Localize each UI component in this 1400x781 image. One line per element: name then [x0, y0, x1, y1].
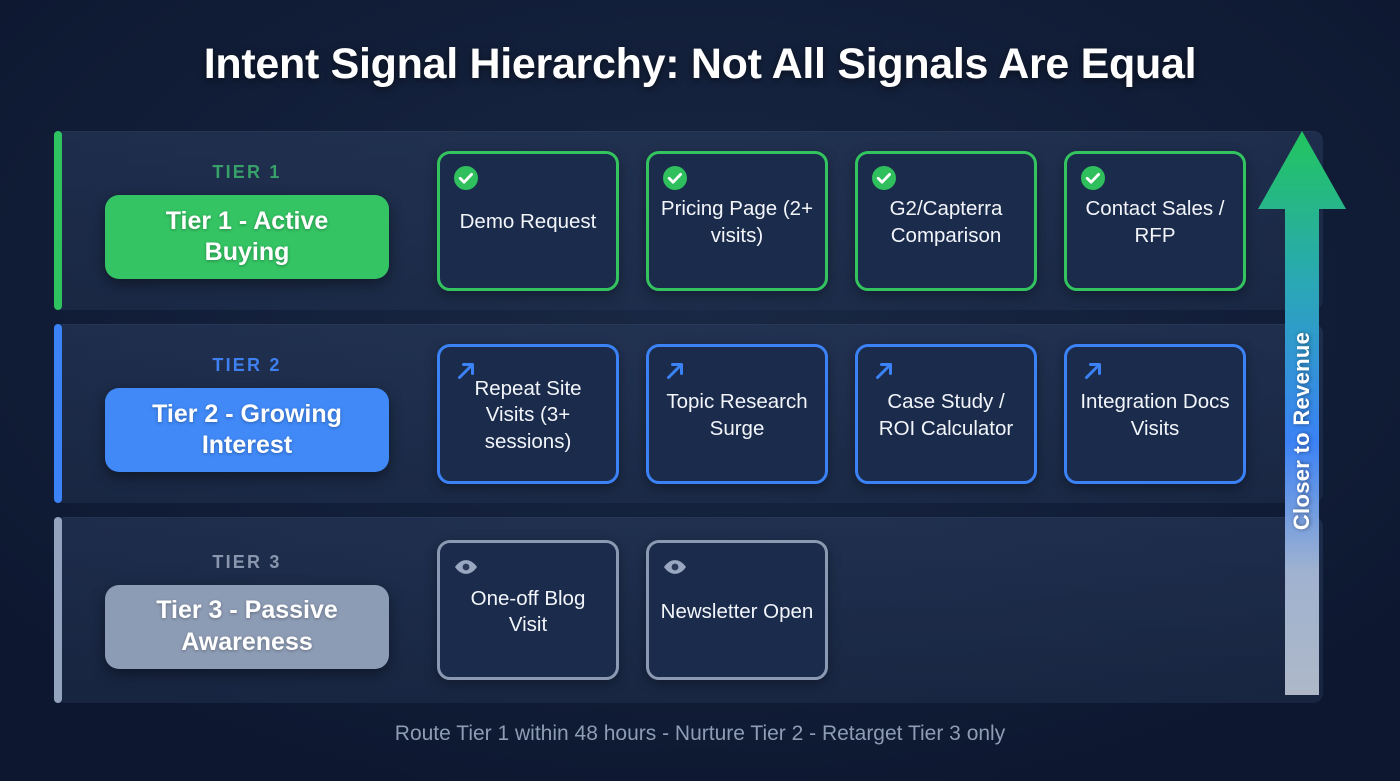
arrow-up-right-icon [662, 358, 688, 384]
signal-card-topic-research-surge[interactable]: Topic Research Surge [646, 343, 828, 484]
tier-1-cards: Demo Request Pricing Page (2+ visits) G2… [412, 150, 1246, 291]
signal-card-demo-request[interactable]: Demo Request [437, 150, 619, 291]
signal-card-label: Integration Docs Visits [1080, 390, 1230, 440]
signal-card-label: Repeat Site Visits (3+ sessions) [474, 377, 582, 453]
arrow-up-right-icon [453, 358, 479, 384]
arrow-up-icon [1258, 131, 1346, 695]
tier-pill-1[interactable]: Tier 1 - Active Buying [105, 195, 389, 279]
tier-pill-3[interactable]: Tier 3 - Passive Awareness [105, 584, 389, 669]
signal-card-label: One-off Blog Visit [470, 586, 586, 636]
tier-2-cards: Repeat Site Visits (3+ sessions) Topic R… [412, 343, 1246, 484]
tier-row-1: TIER 1 Tier 1 - Active Buying Demo Reque… [54, 131, 1323, 310]
tier-accent-bar-3 [54, 517, 62, 703]
check-circle-icon [662, 165, 688, 191]
signal-card-label: Demo Request [459, 210, 597, 234]
signal-card-repeat-site-visits[interactable]: Repeat Site Visits (3+ sessions) [437, 343, 619, 484]
signal-card-label: Newsletter Open [660, 599, 814, 623]
tier-row-2: TIER 2 Tier 2 - Growing Interest Repeat … [54, 324, 1323, 503]
tier-label-column-2: TIER 2 Tier 2 - Growing Interest [72, 355, 412, 472]
signal-card-one-off-blog-visit[interactable]: One-off Blog Visit [437, 540, 619, 680]
tier-board: TIER 1 Tier 1 - Active Buying Demo Reque… [54, 131, 1323, 703]
eye-icon [453, 554, 479, 580]
signal-card-newsletter-open[interactable]: Newsletter Open [646, 540, 828, 680]
signal-card-label: Contact Sales / RFP [1085, 197, 1225, 247]
signal-card-pricing-page[interactable]: Pricing Page (2+ visits) [646, 150, 828, 291]
signal-card-label: Topic Research Surge [666, 390, 808, 440]
tier-accent-bar-2 [54, 324, 62, 503]
tier-accent-bar-1 [54, 131, 62, 310]
signal-card-contact-sales[interactable]: Contact Sales / RFP [1064, 150, 1246, 291]
eye-icon [662, 554, 688, 580]
signal-card-label: Case Study / ROI Calculator [878, 390, 1014, 440]
closer-to-revenue-arrow: Closer to Revenue [1258, 131, 1346, 695]
tier-label-column-1: TIER 1 Tier 1 - Active Buying [72, 162, 412, 279]
tier-kicker-1: TIER 1 [212, 162, 282, 182]
tier-kicker-2: TIER 2 [212, 355, 282, 375]
tier-label-column-3: TIER 3 Tier 3 - Passive Awareness [72, 552, 412, 669]
tier-3-cards: One-off Blog Visit Newsletter Open [412, 540, 828, 680]
signal-card-g2-capterra[interactable]: G2/Capterra Comparison [855, 150, 1037, 291]
arrow-up-right-icon [871, 358, 897, 384]
arrow-up-right-icon [1080, 358, 1106, 384]
check-circle-icon [1080, 165, 1106, 191]
signal-card-integration-docs[interactable]: Integration Docs Visits [1064, 343, 1246, 484]
page-title: Intent Signal Hierarchy: Not All Signals… [203, 40, 1197, 88]
signal-card-label: Pricing Page (2+ visits) [660, 197, 814, 247]
footer-note: Route Tier 1 within 48 hours - Nurture T… [394, 722, 1006, 745]
check-circle-icon [453, 165, 479, 191]
signal-card-case-study-roi[interactable]: Case Study / ROI Calculator [855, 343, 1037, 484]
check-circle-icon [871, 165, 897, 191]
tier-row-3: TIER 3 Tier 3 - Passive Awareness One-of… [54, 517, 1323, 703]
tier-kicker-3: TIER 3 [212, 551, 282, 572]
tier-pill-2[interactable]: Tier 2 - Growing Interest [105, 388, 389, 472]
signal-card-label: G2/Capterra Comparison [889, 197, 1003, 247]
